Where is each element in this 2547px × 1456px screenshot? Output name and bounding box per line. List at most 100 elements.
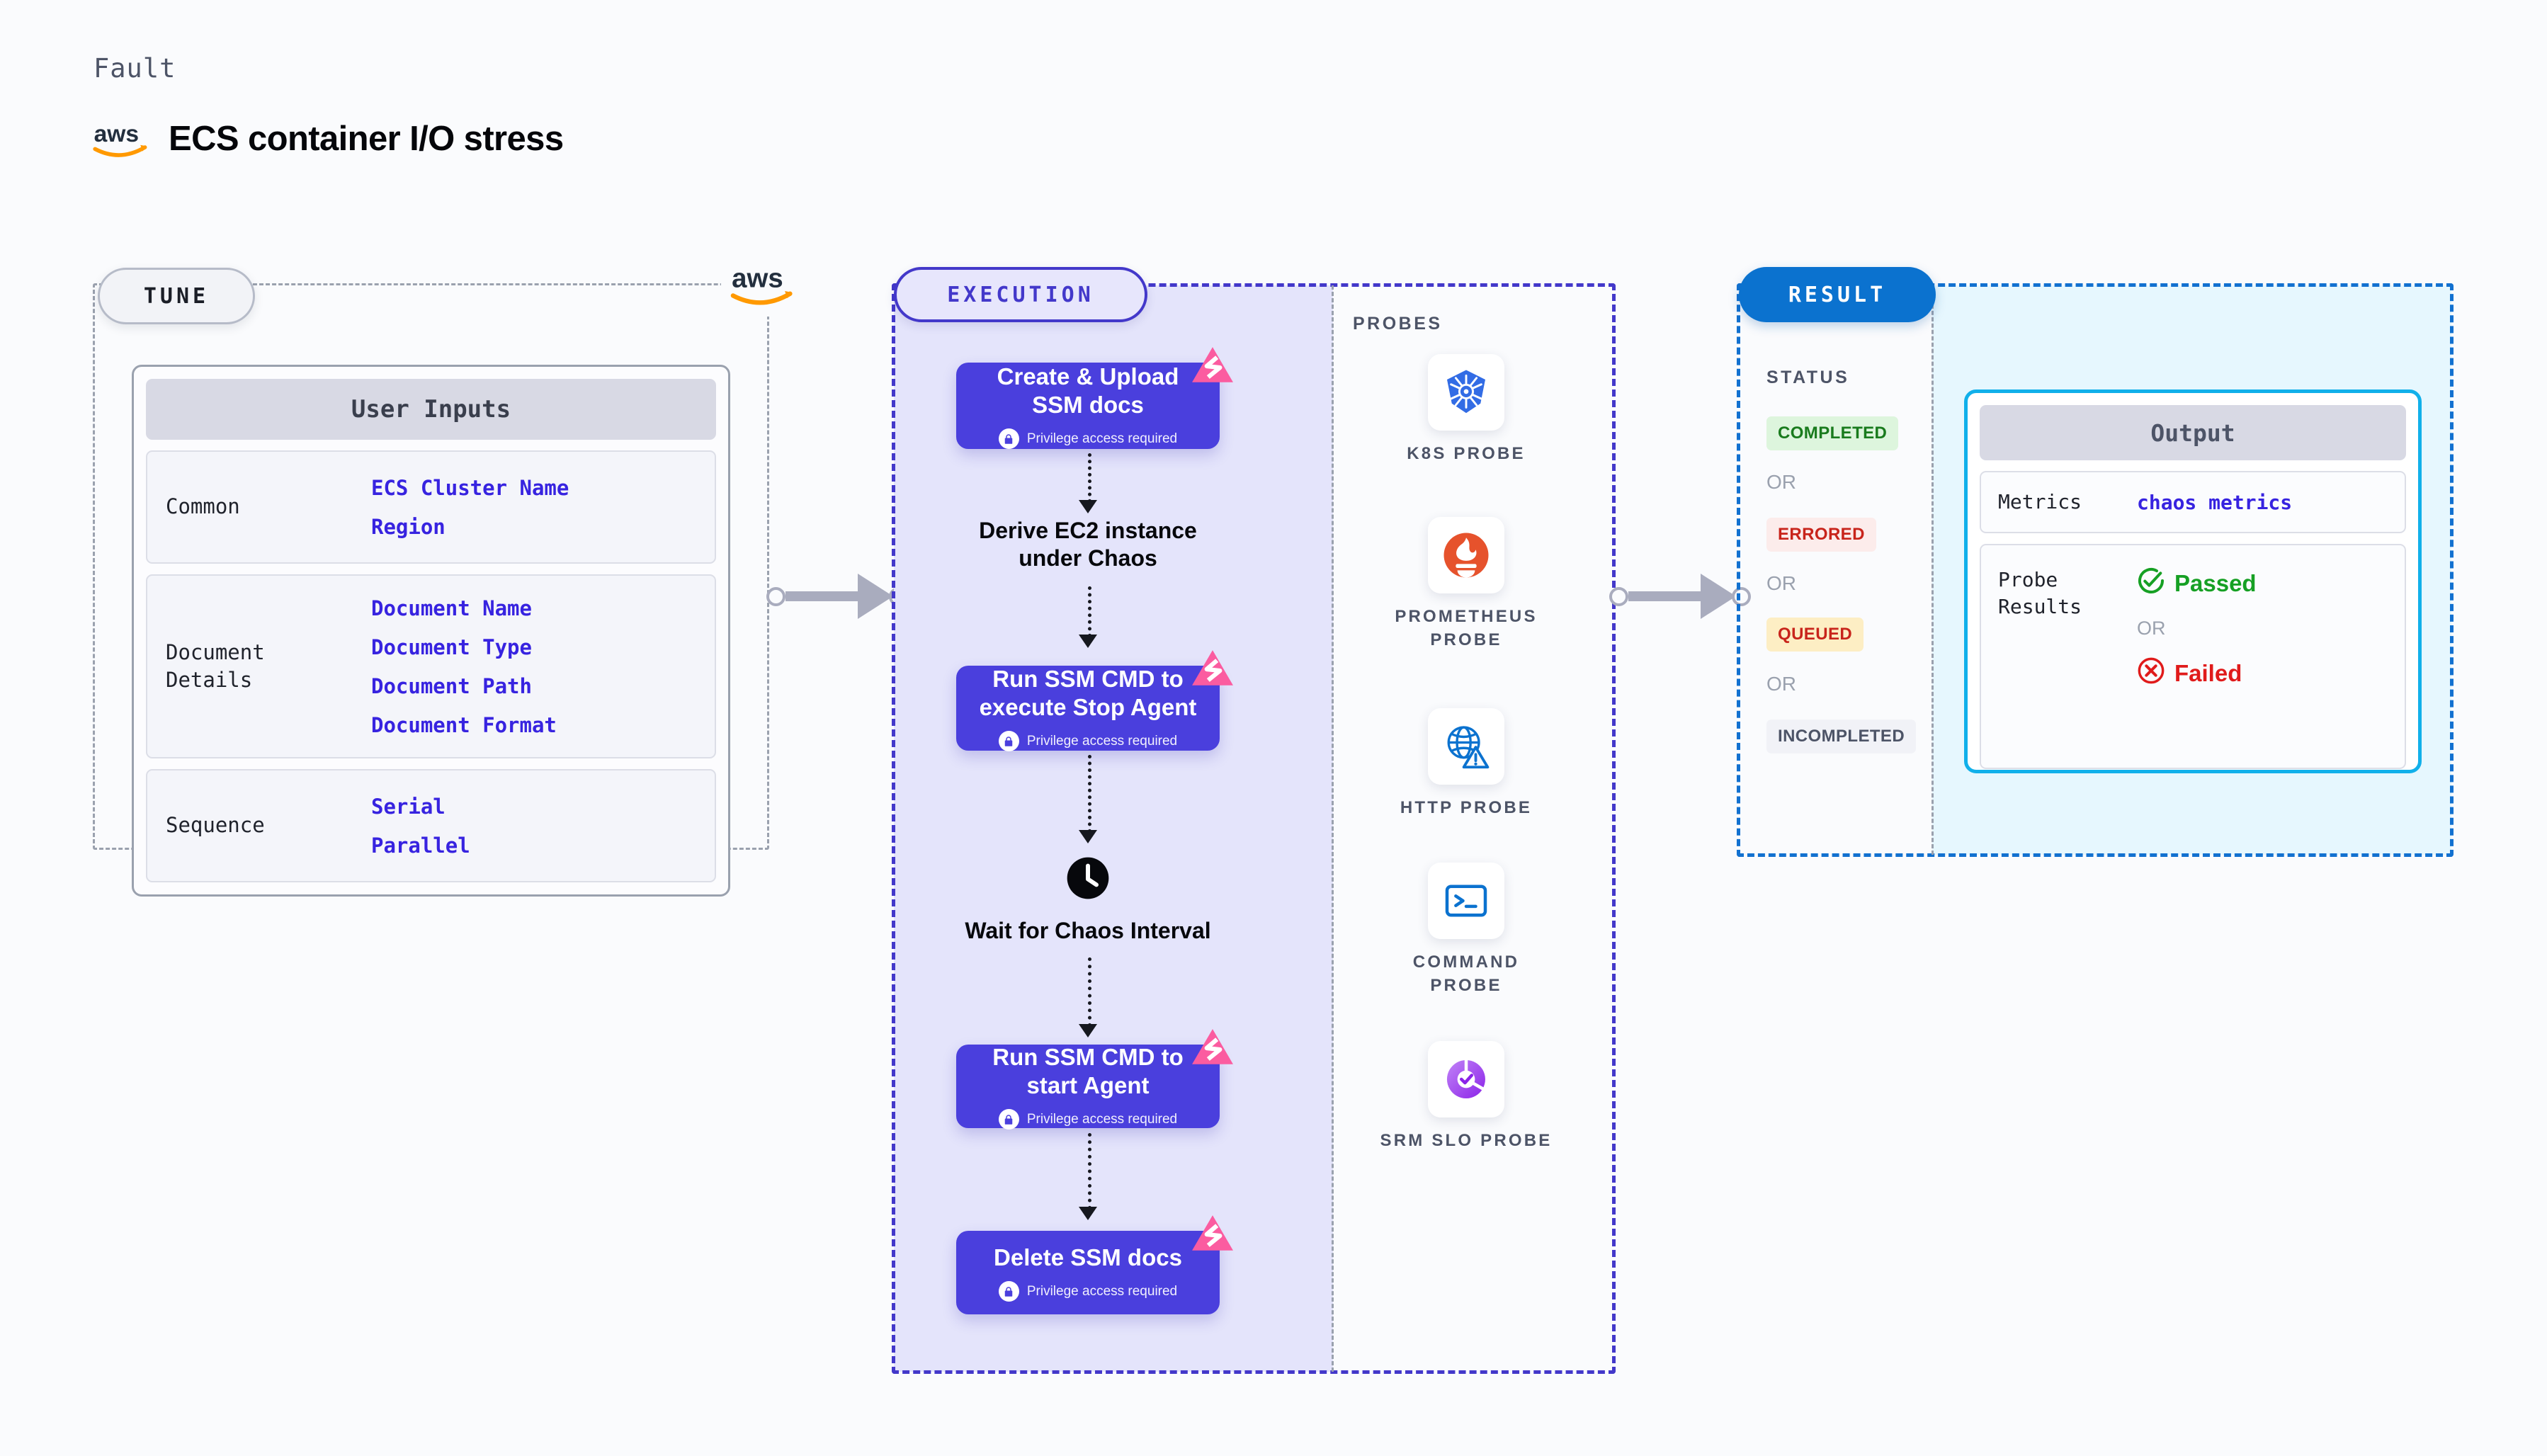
node-title: Wait for Chaos Interval bbox=[965, 918, 1211, 944]
input-section-sequence: Sequence Serial Parallel bbox=[146, 769, 716, 882]
connector-execution-to-result bbox=[1609, 574, 1751, 619]
execution-node-derive-ec2-instance: Derive EC2 instance under Chaos bbox=[953, 517, 1223, 572]
output-section-probe-results: Probe Results Passed OR bbox=[1980, 544, 2406, 769]
status-badge-queued: QUEUED bbox=[1766, 618, 1864, 652]
probe-result-passed: Passed bbox=[2137, 567, 2257, 601]
input-field-name[interactable]: Serial bbox=[371, 794, 446, 819]
input-field-name[interactable]: ECS Cluster Name bbox=[371, 475, 569, 500]
node-title: Create & Upload SSM docs bbox=[997, 363, 1179, 418]
node-title: Run SSM CMD to start Agent bbox=[992, 1043, 1184, 1098]
probes-divider bbox=[1332, 285, 1334, 1372]
result-stage-badge[interactable]: RESULT bbox=[1739, 267, 1936, 322]
litmus-chaos-badge-icon bbox=[1191, 1028, 1235, 1069]
execution-node-create-upload-ssm-docs[interactable]: Create & Upload SSM docs Privilege acces… bbox=[956, 347, 1233, 450]
privilege-note: Privilege access required bbox=[998, 1109, 1177, 1130]
input-field-name[interactable]: Document Path bbox=[371, 673, 532, 698]
input-field-name[interactable]: Document Name bbox=[371, 596, 532, 620]
connector-endpoint bbox=[766, 586, 785, 606]
status-badge-completed: COMPLETED bbox=[1766, 416, 1899, 450]
probe-label: HTTP PROBE bbox=[1400, 798, 1533, 817]
node-title: Run SSM CMD to execute Stop Agent bbox=[979, 665, 1197, 720]
probes-section-label: PROBES bbox=[1353, 314, 1443, 334]
probe-item-command[interactable]: COMMAND PROBE bbox=[1374, 863, 1558, 997]
privilege-note: Privilege access required bbox=[998, 428, 1178, 450]
input-field-name[interactable]: Document Format bbox=[371, 712, 557, 737]
terminal-icon bbox=[1428, 863, 1504, 939]
probe-item-http[interactable]: HTTP PROBE bbox=[1374, 708, 1558, 820]
lock-icon bbox=[998, 731, 1019, 752]
result-panel bbox=[1737, 283, 2454, 857]
litmus-chaos-badge-icon bbox=[1191, 346, 1235, 387]
lock-icon bbox=[998, 1281, 1019, 1302]
user-inputs-title: User Inputs bbox=[146, 379, 716, 440]
section-label: Common bbox=[166, 494, 240, 519]
input-field-name[interactable]: Region bbox=[371, 514, 446, 539]
failed-text: Failed bbox=[2174, 660, 2242, 686]
privilege-text: Privilege access required bbox=[1026, 431, 1178, 446]
page-header: aws ECS container I/O stress bbox=[92, 119, 564, 159]
http-globe-icon bbox=[1428, 708, 1504, 785]
lock-icon bbox=[998, 1109, 1019, 1130]
page-title: ECS container I/O stress bbox=[169, 120, 564, 158]
probe-label: SRM SLO PROBE bbox=[1380, 1131, 1553, 1150]
svg-text:aws: aws bbox=[94, 121, 140, 147]
passed-text: Passed bbox=[2174, 570, 2257, 596]
node-title: Derive EC2 instance under Chaos bbox=[979, 518, 1197, 571]
execution-node-run-ssm-stop-agent[interactable]: Run SSM CMD to execute Stop Agent Privil… bbox=[956, 650, 1233, 752]
connector-endpoint bbox=[1732, 586, 1751, 606]
privilege-note: Privilege access required bbox=[998, 1281, 1178, 1302]
page-eyebrow: Fault bbox=[93, 53, 176, 84]
probe-result-failed: Failed bbox=[2137, 656, 2257, 690]
srm-slo-icon bbox=[1428, 1041, 1504, 1117]
output-section-metrics: Metrics chaos metrics bbox=[1980, 471, 2406, 533]
metrics-label: Metrics bbox=[1998, 490, 2082, 514]
probe-results-label: Probe Results bbox=[1998, 568, 2082, 618]
probe-item-srm-slo[interactable]: SRM SLO PROBE bbox=[1374, 1041, 1558, 1153]
probe-label: COMMAND PROBE bbox=[1412, 952, 1520, 995]
probe-item-prometheus[interactable]: PROMETHEUS PROBE bbox=[1374, 517, 1558, 652]
user-inputs-card: User Inputs Common ECS Cluster Name Regi… bbox=[132, 365, 730, 897]
privilege-note: Privilege access required bbox=[998, 731, 1178, 752]
input-field-name[interactable]: Parallel bbox=[371, 833, 470, 858]
privilege-text: Privilege access required bbox=[1026, 1283, 1178, 1299]
node-title: Delete SSM docs bbox=[994, 1244, 1182, 1270]
status-badge-incompleted: INCOMPLETED bbox=[1766, 720, 1917, 753]
execution-steps-region bbox=[894, 285, 1333, 1372]
probes-region bbox=[1333, 285, 1613, 1372]
status-or-label: OR bbox=[1766, 673, 1796, 695]
status-badge-errored: ERRORED bbox=[1766, 518, 1876, 552]
tune-stage-badge[interactable]: TUNE bbox=[98, 268, 255, 324]
status-or-label: OR bbox=[1766, 471, 1796, 493]
execution-stage-badge[interactable]: EXECUTION bbox=[894, 267, 1147, 322]
connector-tune-to-execution bbox=[766, 574, 908, 619]
execution-node-run-ssm-start-agent[interactable]: Run SSM CMD to start Agent Privilege acc… bbox=[956, 1029, 1233, 1130]
litmus-chaos-badge-icon bbox=[1191, 649, 1235, 690]
privilege-text: Privilege access required bbox=[1026, 733, 1178, 749]
probe-result-or-label: OR bbox=[2137, 618, 2166, 639]
input-section-document-details: Document Details Document Name Document … bbox=[146, 574, 716, 758]
input-section-common: Common ECS Cluster Name Region bbox=[146, 450, 716, 564]
input-field-name[interactable]: Document Type bbox=[371, 635, 532, 659]
probe-item-k8s[interactable]: K8S PROBE bbox=[1374, 354, 1558, 466]
probe-label: PROMETHEUS PROBE bbox=[1395, 607, 1538, 649]
section-label: Document Details bbox=[166, 639, 265, 692]
probe-label: K8S PROBE bbox=[1407, 444, 1526, 463]
result-divider bbox=[1931, 285, 1934, 855]
svg-text:aws: aws bbox=[732, 263, 783, 294]
execution-node-wait-for-chaos-interval: Wait for Chaos Interval bbox=[953, 855, 1223, 945]
lock-icon bbox=[998, 428, 1019, 450]
prometheus-icon bbox=[1428, 517, 1504, 593]
connector-endpoint bbox=[1609, 586, 1628, 606]
aws-logo-icon: aws bbox=[721, 251, 805, 317]
status-or-label: OR bbox=[1766, 572, 1796, 594]
x-circle-icon bbox=[2137, 656, 2165, 690]
aws-logo-icon: aws bbox=[92, 119, 150, 159]
output-card: Output Metrics chaos metrics Probe Resul… bbox=[1964, 389, 2422, 773]
metrics-value[interactable]: chaos metrics bbox=[2137, 490, 2293, 514]
execution-panel bbox=[892, 283, 1616, 1374]
execution-node-delete-ssm-docs[interactable]: Delete SSM docs Privilege access require… bbox=[956, 1215, 1233, 1314]
check-circle-icon bbox=[2137, 567, 2165, 601]
section-label: Sequence bbox=[166, 813, 265, 838]
clock-icon bbox=[1065, 855, 1111, 907]
status-section-label: STATUS bbox=[1766, 368, 1850, 387]
